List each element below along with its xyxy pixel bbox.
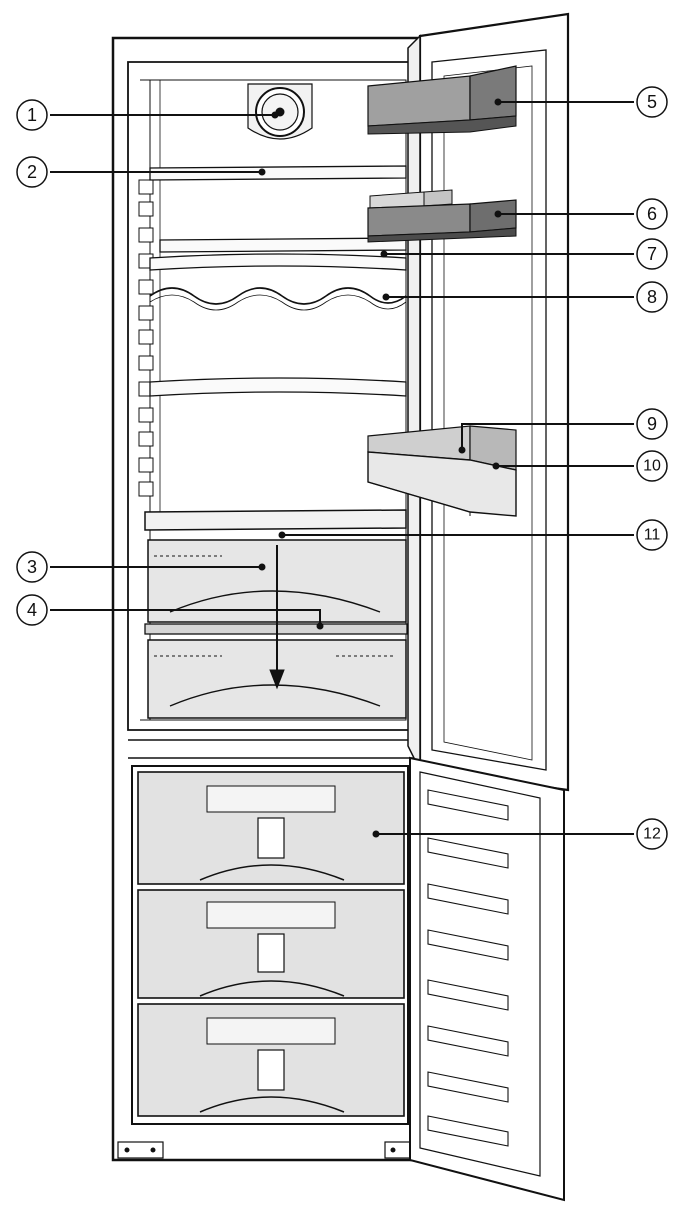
callout-label-11: 11 — [644, 527, 661, 544]
callout-4: 4 — [16, 594, 324, 630]
callout-6: 6 — [494, 198, 668, 230]
callout-11: 11 — [278, 519, 668, 551]
callout-label-3: 3 — [27, 557, 37, 577]
callout-9: 9 — [458, 408, 668, 454]
callout-label-6: 6 — [647, 204, 657, 224]
callout-label-5: 5 — [647, 92, 657, 112]
callout-10: 10 — [492, 450, 668, 482]
callout-label-4: 4 — [27, 600, 37, 620]
callout-12: 12 — [372, 818, 668, 850]
callout-label-1: 1 — [27, 105, 37, 125]
glass-shelves — [144, 165, 407, 531]
freezer-door — [409, 756, 565, 1202]
bottle-rack — [149, 287, 407, 311]
callout-label-9: 9 — [647, 414, 657, 434]
callouts: 1 2 3 4 5 6 — [16, 86, 668, 850]
callout-8: 8 — [382, 281, 668, 313]
callout-label-2: 2 — [27, 162, 37, 182]
callout-3: 3 — [16, 551, 266, 583]
crisper-drawers — [144, 539, 408, 719]
callout-2: 2 — [16, 156, 266, 188]
callout-7: 7 — [380, 238, 668, 270]
callout-label-7: 7 — [647, 244, 657, 264]
callout-label-8: 8 — [647, 287, 657, 307]
callout-5: 5 — [494, 86, 668, 118]
freezer-drawers — [131, 765, 409, 1125]
shelf-support-rail — [138, 179, 154, 497]
callout-1: 1 — [16, 99, 279, 131]
fan-unit — [247, 83, 313, 140]
callout-label-10: 10 — [643, 458, 661, 475]
door-shelves — [367, 65, 517, 517]
callout-label-12: 12 — [643, 826, 661, 843]
